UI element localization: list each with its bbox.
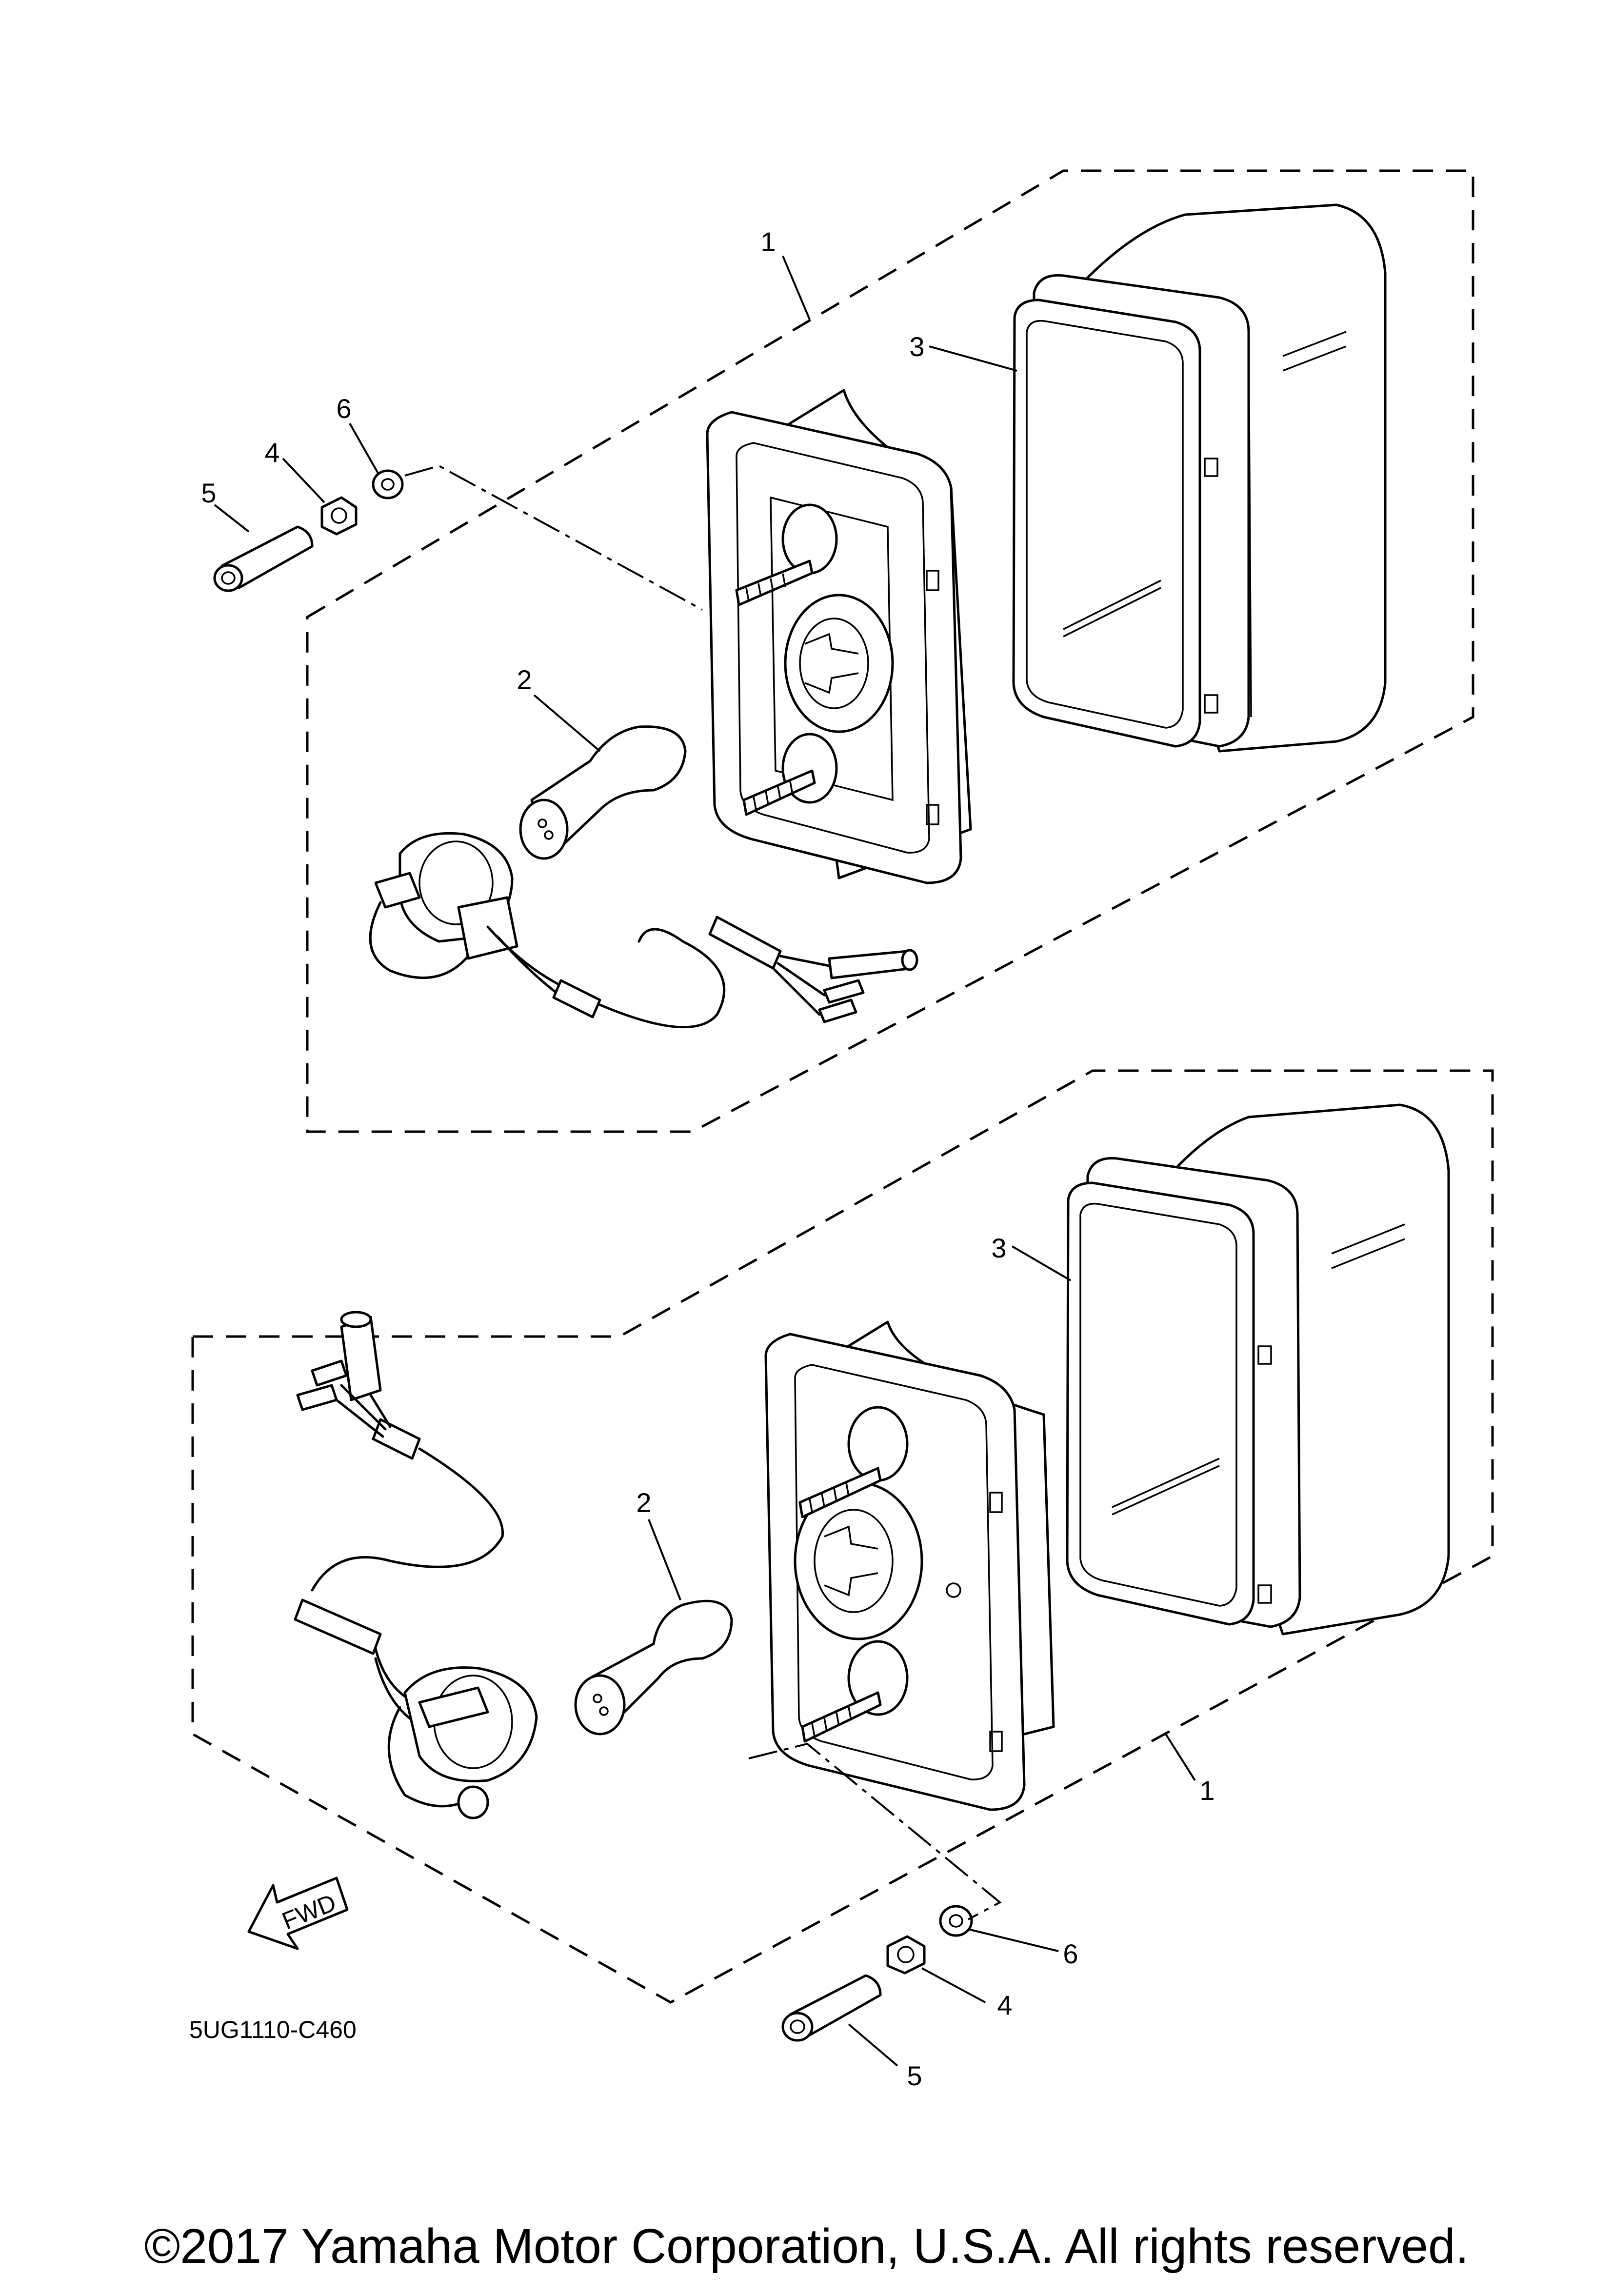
bulb-part-2 xyxy=(519,725,687,860)
assembly-bottom: 3 2 1 6 4 5 xyxy=(191,1069,1494,2091)
assembly-bottom-outline xyxy=(191,1069,1494,2004)
axis-line-top xyxy=(404,464,703,611)
copyright-notice: ©2017 Yamaha Motor Corporation, U.S.A. A… xyxy=(144,2219,1469,2274)
collar-part-5-lower xyxy=(781,1974,882,2042)
collar-part-5 xyxy=(213,525,314,592)
washer-part-6 xyxy=(372,469,404,499)
callout-bottom-4: 4 xyxy=(997,1990,1012,2020)
leader-bottom-6 xyxy=(968,1928,1059,1952)
leader-top-6 xyxy=(349,423,379,474)
leader-top-4 xyxy=(282,458,325,503)
callout-top-5: 5 xyxy=(201,478,216,508)
callout-bottom-5: 5 xyxy=(907,2060,922,2091)
callout-top-2: 2 xyxy=(517,664,532,695)
callout-top-6: 6 xyxy=(336,393,351,424)
leader-top-5 xyxy=(214,504,250,533)
housing-part-1-lower xyxy=(764,1320,1055,1811)
callout-top-4: 4 xyxy=(264,437,279,468)
assembly-top: 1 3 6 4 5 2 xyxy=(201,169,1474,1133)
callout-bottom-1: 1 xyxy=(1199,1775,1215,1806)
lens-part-3 xyxy=(1012,203,1387,753)
leader-bottom-4 xyxy=(921,1967,986,2003)
leader-top-3 xyxy=(929,345,1017,372)
callout-top-1: 1 xyxy=(760,226,776,257)
hardware-top xyxy=(213,469,404,592)
diagram-code: 5UG1110-C460 xyxy=(189,2016,357,2043)
housing-part-1 xyxy=(706,389,972,884)
lens-part-3-lower xyxy=(1066,1103,1450,1636)
leader-top-1 xyxy=(782,256,811,320)
callout-bottom-2: 2 xyxy=(636,1487,651,1518)
socket-harness-bottom xyxy=(294,1311,538,1819)
assembly-top-outline xyxy=(306,169,1474,1133)
bulb-part-2-lower xyxy=(574,1599,733,1736)
socket-harness-top xyxy=(369,832,918,1029)
leader-bottom-5 xyxy=(848,2023,898,2067)
fwd-arrow: FWD xyxy=(247,1877,349,1950)
leader-top-2 xyxy=(533,694,601,752)
callout-bottom-6: 6 xyxy=(1063,1938,1078,1969)
leader-bottom-3 xyxy=(1011,1245,1072,1281)
hardware-bottom xyxy=(781,1905,973,2042)
leader-bottom-1 xyxy=(1165,1733,1196,1781)
washer-part-6-lower xyxy=(939,1905,973,1937)
nut-part-4-lower xyxy=(886,1935,926,1975)
nut-part-4 xyxy=(320,496,358,536)
leader-bottom-2 xyxy=(648,1519,681,1600)
callout-bottom-3: 3 xyxy=(991,1233,1006,1263)
callout-top-3: 3 xyxy=(909,331,924,362)
